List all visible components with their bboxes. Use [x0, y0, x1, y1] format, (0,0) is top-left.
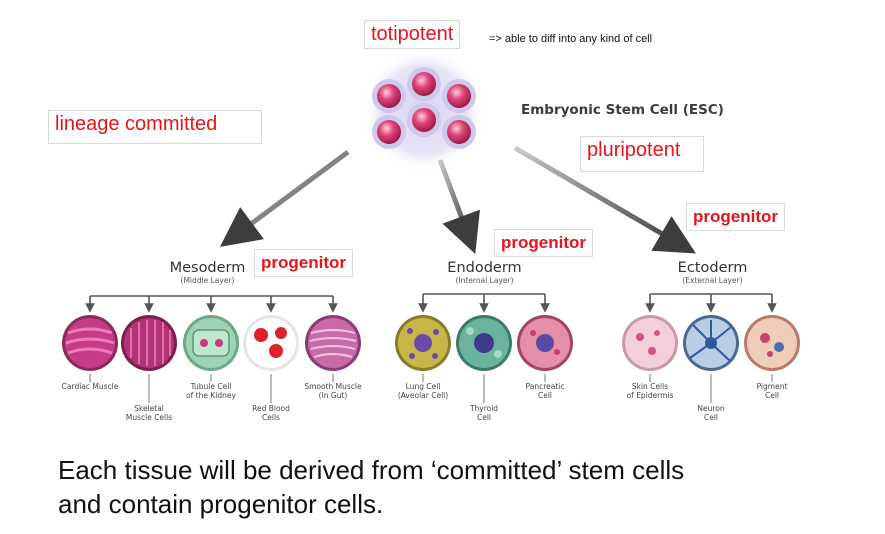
esc-cell	[442, 79, 476, 113]
esc-cell	[407, 67, 441, 101]
lineage-committed-label: lineage committed	[48, 110, 262, 144]
mesoderm-title: Mesoderm	[169, 260, 246, 276]
skin-cells-label: Skin Cells of Epidermis	[626, 382, 674, 400]
totipotent-label: totipotent	[364, 20, 461, 49]
pluripotent-label: pluripotent	[580, 136, 704, 172]
mesoderm-progenitor-label: progenitor	[254, 249, 353, 277]
arrow-to-endoderm	[437, 159, 480, 255]
kidney-tubule-cell-graphic	[183, 315, 239, 371]
skeletal-muscle-cell-graphic	[121, 315, 177, 371]
totipotent-note: => able to diff into any kind of cell	[489, 33, 653, 45]
arrow-to-ectoderm	[513, 145, 696, 254]
ectoderm-title: Ectoderm	[677, 260, 748, 276]
mesoderm-heading: Mesoderm (Middle Layer)	[150, 260, 265, 285]
red-blood-cells-graphic	[243, 315, 299, 371]
pigment-cell-graphic	[744, 315, 800, 371]
kidney-tubule-label: Tubule Cell of the Kidney	[186, 382, 236, 400]
caption: Each tissue will be derived from ‘commit…	[58, 453, 858, 521]
ectoderm-subtitle: (External Layer)	[682, 276, 743, 285]
smooth-muscle-cell-graphic	[305, 315, 361, 371]
skin-cells-graphic	[622, 315, 678, 371]
neuron-cell-label: Neuron Cell	[697, 404, 725, 422]
cardiac-muscle-label: Cardiac Muscle	[61, 382, 119, 391]
esc-cell	[442, 115, 476, 149]
pancreatic-cell-graphic	[517, 315, 573, 371]
smooth-muscle-label: Smooth Muscle (In Gut)	[304, 382, 362, 400]
ectoderm-progenitor-label: progenitor	[686, 203, 785, 231]
esc-cell	[407, 103, 441, 137]
cell-label-ticks	[89, 374, 773, 403]
esc-label: Embryonic Stem Cell (ESC)	[521, 102, 724, 118]
lung-cell-label: Lung Cell (Aveolar Cell)	[397, 382, 449, 400]
red-blood-cells-label: Red Blood Cells	[252, 404, 290, 422]
cardiac-muscle-cell-graphic	[62, 315, 118, 371]
endoderm-heading: Endoderm (Internal Layer)	[427, 260, 542, 285]
ectoderm-heading: Ectoderm (External Layer)	[655, 260, 770, 285]
pancreatic-cell-label: Pancreatic Cell	[525, 382, 565, 400]
esc-cell	[372, 79, 406, 113]
endoderm-title: Endoderm	[447, 260, 522, 276]
esc-cell	[372, 115, 406, 149]
arrow-to-mesoderm	[219, 149, 350, 247]
esc-cluster-graphic	[362, 48, 486, 172]
neuron-cell-graphic	[683, 315, 739, 371]
thyroid-cell-graphic	[456, 315, 512, 371]
pigment-cell-label: Pigment Cell	[756, 382, 788, 400]
endoderm-subtitle: (Internal Layer)	[455, 276, 514, 285]
skeletal-muscle-label: Skeletal Muscle Cells	[125, 404, 173, 422]
lung-cell-graphic	[395, 315, 451, 371]
caption-line-2: and contain progenitor cells.	[58, 489, 384, 519]
mesoderm-branch-arrows	[85, 295, 338, 313]
caption-line-1: Each tissue will be derived from ‘commit…	[58, 455, 685, 485]
mesoderm-subtitle: (Middle Layer)	[180, 276, 235, 285]
endoderm-branch-arrows	[418, 293, 550, 313]
thyroid-cell-label: Thyroid Cell	[469, 404, 499, 422]
ectoderm-branch-arrows	[645, 293, 777, 313]
endoderm-progenitor-label: progenitor	[494, 229, 593, 257]
